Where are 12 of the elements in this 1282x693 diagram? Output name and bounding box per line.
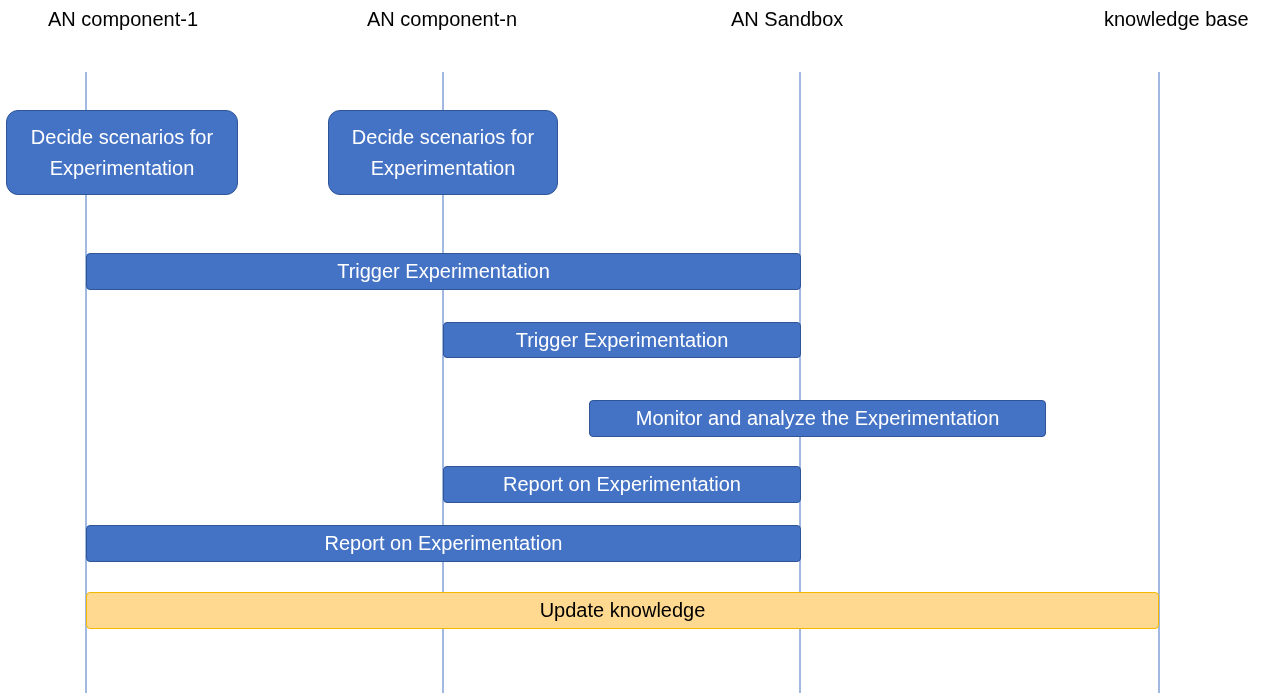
activation-bar: Update knowledge bbox=[86, 592, 1159, 629]
process-box: Decide scenarios for Experimentation bbox=[6, 110, 238, 195]
activation-bar: Trigger Experimentation bbox=[86, 253, 801, 290]
lifeline-header: AN component-1 bbox=[48, 8, 199, 31]
activation-bar: Monitor and analyze the Experimentation bbox=[589, 400, 1046, 437]
activation-bar: Report on Experimentation bbox=[86, 525, 801, 562]
lifeline-header: AN Sandbox bbox=[731, 8, 844, 31]
process-box: Decide scenarios for Experimentation bbox=[328, 110, 558, 195]
activation-bar: Report on Experimentation bbox=[443, 466, 801, 503]
lifeline-header: AN component-n bbox=[367, 8, 518, 31]
activation-bar: Trigger Experimentation bbox=[443, 322, 801, 358]
lifeline-header: knowledge base bbox=[1104, 8, 1249, 31]
